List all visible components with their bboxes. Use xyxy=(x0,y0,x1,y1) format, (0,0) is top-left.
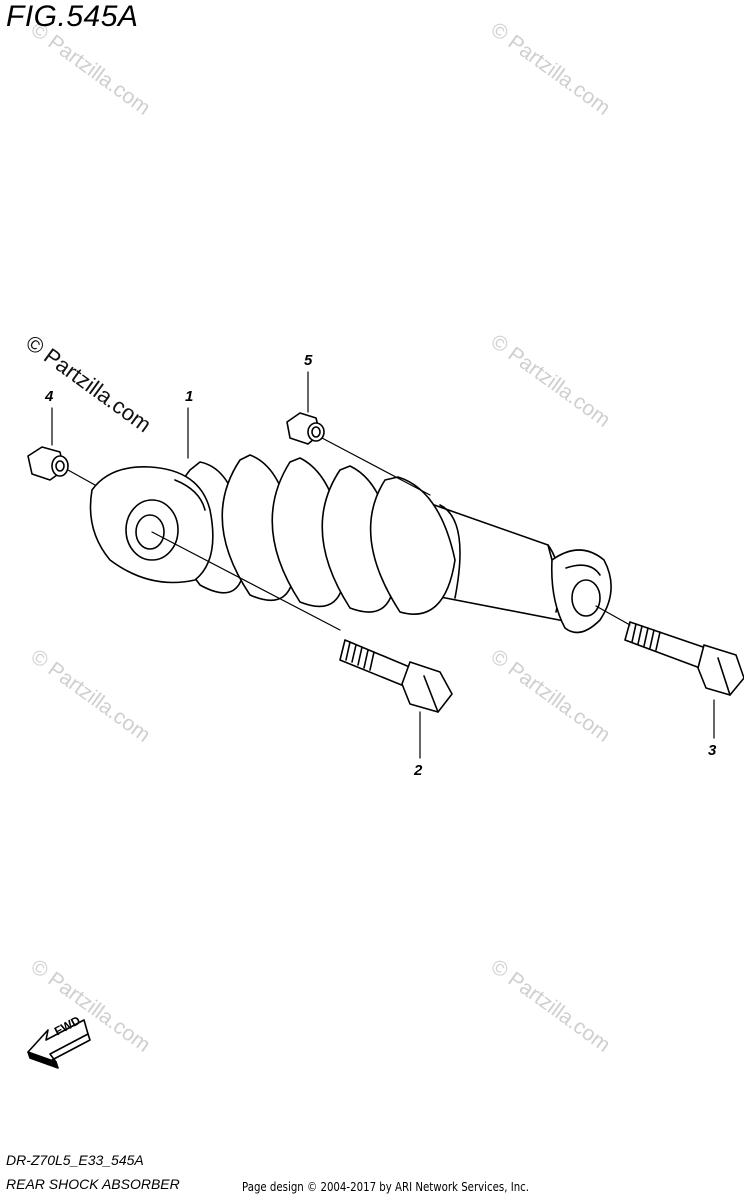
bolt-upper xyxy=(339,639,453,713)
footer-credit: Page design © 2004-2017 by ARI Network S… xyxy=(242,1180,530,1194)
lower-mount-eye xyxy=(550,549,612,634)
coil-spring xyxy=(171,454,456,615)
figure-caption: REAR SHOCK ABSORBER xyxy=(6,1176,180,1192)
nut-upper xyxy=(286,412,325,445)
nut-left xyxy=(27,446,69,481)
upper-mount-housing xyxy=(89,466,214,584)
callout-2: 2 xyxy=(414,762,423,779)
figure-title: FIG.545A xyxy=(6,0,139,33)
callout-4: 4 xyxy=(45,388,54,405)
bolt-lower xyxy=(624,621,744,696)
callout-5: 5 xyxy=(304,352,313,369)
callout-3: 3 xyxy=(708,742,717,759)
assembly-leader-lines xyxy=(51,371,715,759)
fwd-arrow xyxy=(27,1019,91,1069)
callout-1: 1 xyxy=(185,388,194,405)
figure-code: DR-Z70L5_E33_545A xyxy=(6,1152,144,1168)
